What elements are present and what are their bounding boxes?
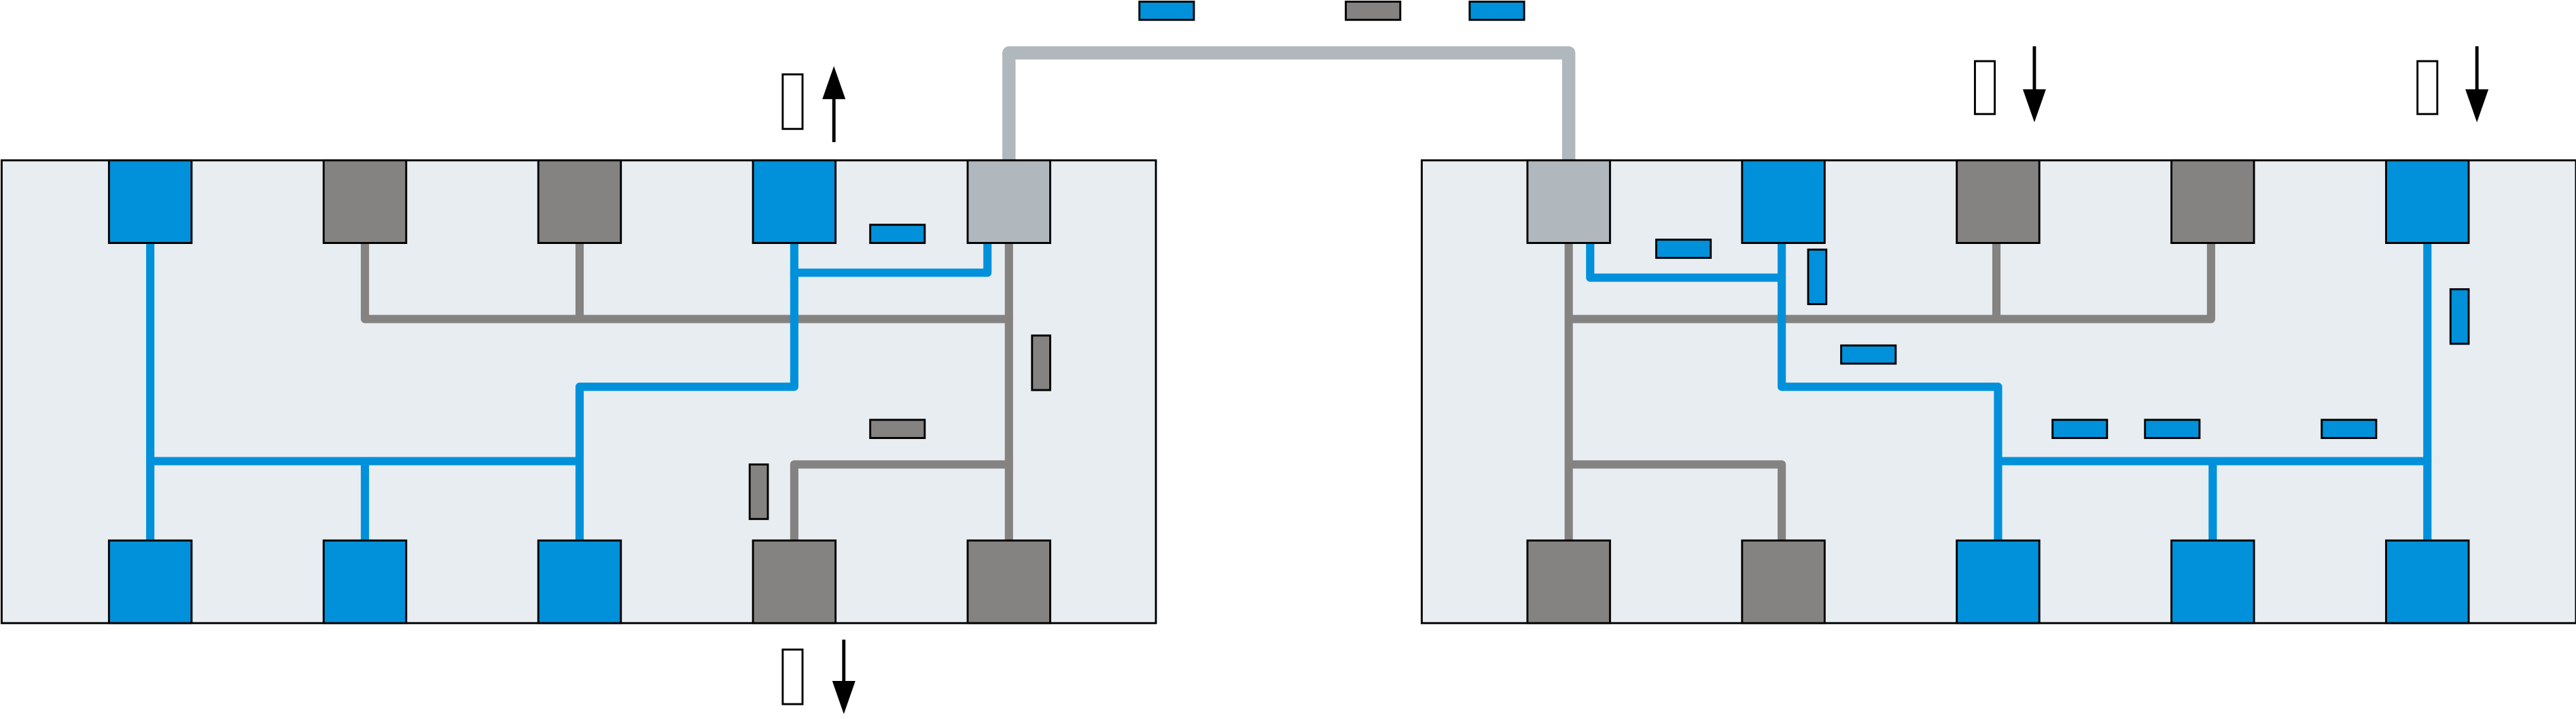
left-tag-gray-vertical-1 <box>1031 334 1052 391</box>
right-tag-blue-2 <box>1840 344 1897 365</box>
top-tag-blue-2 <box>1468 0 1525 21</box>
right-tag-blue-vertical-2 <box>2449 288 2470 345</box>
left-top-label-box <box>781 73 804 130</box>
right-tag-blue-5 <box>2321 419 2378 439</box>
left-bottom-module-1[interactable] <box>107 539 193 625</box>
arrow-down-head-icon <box>2022 89 2046 122</box>
left-tag-gray <box>869 419 926 439</box>
right-tag-blue-1 <box>1655 239 1712 259</box>
top-tag-gray <box>1345 0 1402 21</box>
left-top-module-1[interactable] <box>107 159 193 244</box>
right-top-module-3[interactable] <box>1956 159 2041 244</box>
right-tag-blue-3 <box>2051 419 2109 439</box>
left-top-module-2[interactable] <box>322 159 408 244</box>
left-top-module-4[interactable] <box>752 159 837 244</box>
right-blue-bridge-link <box>1586 239 1786 282</box>
left-bottom-label-box <box>781 648 804 705</box>
arrow-down-head-icon <box>832 681 855 714</box>
right-label-box-1 <box>1973 60 1996 116</box>
left-tag-gray-vertical-2 <box>748 463 769 521</box>
right-bottom-module-2[interactable] <box>1741 539 1826 625</box>
right-bottom-module-1[interactable] <box>1526 539 1611 625</box>
left-bottom-module-2[interactable] <box>322 539 408 625</box>
right-panel <box>1420 159 2576 625</box>
right-tag-blue-4 <box>2144 419 2201 439</box>
right-top-module-5[interactable] <box>2385 159 2470 244</box>
left-bottom-module-5[interactable] <box>966 539 1052 625</box>
right-bottom-module-4[interactable] <box>2170 539 2255 625</box>
bridge-connector <box>1002 46 1576 166</box>
top-tag-blue-1 <box>1138 0 1195 21</box>
right-bottom-module-5[interactable] <box>2385 539 2470 625</box>
left-top-module-5[interactable] <box>966 159 1052 244</box>
right-top-module-1[interactable] <box>1526 159 1611 244</box>
right-bottom-module-3[interactable] <box>1956 539 2041 625</box>
left-bottom-module-4[interactable] <box>752 539 837 625</box>
left-gray-lower <box>790 460 1013 545</box>
left-top-module-3[interactable] <box>537 159 622 244</box>
left-blue-drop-2 <box>575 239 798 545</box>
right-label-box-2 <box>2416 60 2439 116</box>
arrow-up-head-icon <box>822 66 846 99</box>
right-tag-blue-vertical-1 <box>1807 248 1828 305</box>
left-blue-bridge-link <box>790 239 992 277</box>
right-gray-lower <box>1564 460 1786 545</box>
left-tag-blue <box>869 224 926 244</box>
arrow-down-head-icon <box>2465 89 2489 122</box>
left-bottom-module-3[interactable] <box>537 539 622 625</box>
left-panel <box>0 159 1157 625</box>
right-top-module-2[interactable] <box>1741 159 1826 244</box>
right-top-module-4[interactable] <box>2170 159 2255 244</box>
